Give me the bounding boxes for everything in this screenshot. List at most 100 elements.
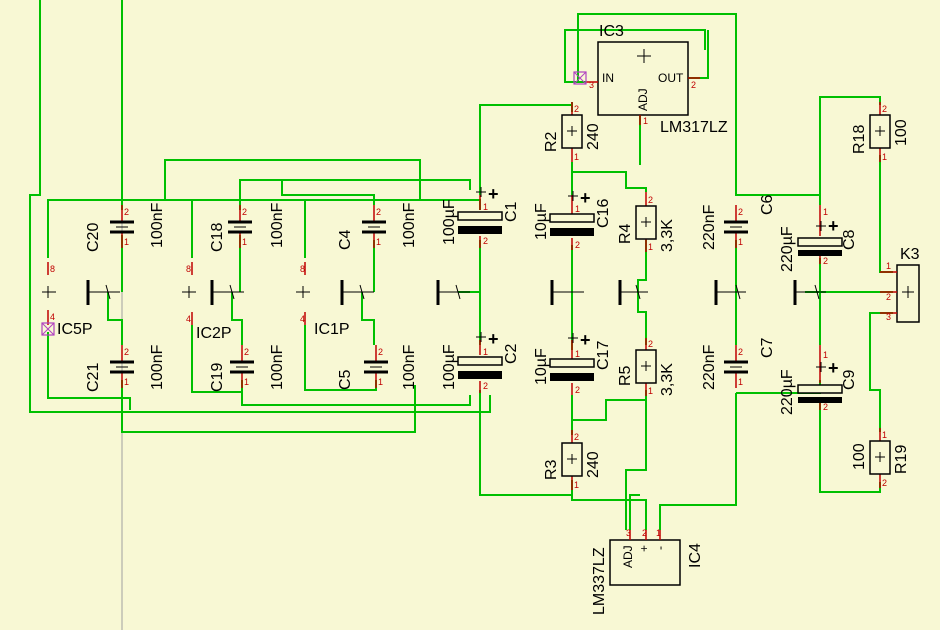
ic1p-label: IC1P xyxy=(314,321,350,338)
resistor-r18[interactable]: 2 1 R18 100 xyxy=(851,102,910,162)
ic3-pin2: 2 xyxy=(691,80,696,90)
k3-pin1: 1 xyxy=(886,261,891,271)
c8-label: C8 xyxy=(841,229,858,250)
wire-r18-top xyxy=(819,96,881,205)
wire-r18-bottom xyxy=(879,155,893,273)
wires xyxy=(29,0,893,530)
resistor-r5[interactable]: 2 1 R5 3,3K xyxy=(617,338,676,396)
k3-label: K3 xyxy=(900,246,920,263)
c19-value: 100nF xyxy=(269,344,286,390)
c16-pin1: 1 xyxy=(575,204,580,214)
c2-label: C2 xyxy=(503,343,520,364)
c1-label: C1 xyxy=(503,201,520,222)
ic5p-pin4-label: 4 xyxy=(50,312,55,322)
wire-ic4-adj xyxy=(571,485,647,530)
r4-value: 3,3K xyxy=(659,219,676,252)
capacitor-c17[interactable]: + 1 2 10µF C17 xyxy=(533,330,612,395)
c9-label: C9 xyxy=(841,369,858,390)
ic5p-pin8-label: 8 xyxy=(50,264,55,274)
c17-label: C17 xyxy=(595,341,612,370)
capacitor-c19[interactable]: 2 1 C19 100nF xyxy=(209,344,286,392)
ic4-pin-adj: ADJ xyxy=(621,545,635,568)
ground-symbol xyxy=(550,280,584,305)
c18-pin1: 1 xyxy=(242,237,247,247)
c19-pin2: 2 xyxy=(244,347,249,357)
c16-plus: + xyxy=(580,188,591,208)
r2-value: 240 xyxy=(585,123,602,150)
c7-pin1: 1 xyxy=(738,377,743,387)
wire-r19-top xyxy=(869,312,893,432)
ic4-regulator[interactable]: 3 2 1 ADJ + - LM337LZ IC4 xyxy=(591,528,704,615)
ic2p[interactable]: 8 4 IC2P xyxy=(182,262,232,342)
r18-pin2: 2 xyxy=(882,104,887,114)
wire-left-bus xyxy=(29,0,491,413)
capacitor-c8[interactable]: + 1 2 220µF C8 xyxy=(779,205,858,272)
ic3-pin3: 3 xyxy=(589,80,594,90)
r2-pin2: 2 xyxy=(574,104,579,114)
c5-pin1: 1 xyxy=(378,377,383,387)
ic3-part: LM317LZ xyxy=(660,119,728,136)
ic1p[interactable]: 8 4 IC1P xyxy=(296,262,350,338)
c8-pin2: 2 xyxy=(823,256,828,266)
capacitor-c5[interactable]: 2 1 C5 100nF xyxy=(337,344,418,390)
r3-pin2: 2 xyxy=(574,432,579,442)
capacitor-c16[interactable]: + 1 2 10µF C16 xyxy=(533,188,612,250)
r19-value: 100 xyxy=(851,443,868,470)
resistor-r19[interactable]: 1 2 100 R19 xyxy=(851,428,910,488)
c2-plus: + xyxy=(488,329,499,349)
r4-pin2: 2 xyxy=(648,195,653,205)
c17-pin1: 1 xyxy=(575,349,580,359)
wire-ic5p-pin4 xyxy=(47,332,131,410)
k3-connector[interactable]: 1 2 3 K3 xyxy=(880,246,920,323)
ic4-pin3: 3 xyxy=(626,528,631,538)
capacitor-c2[interactable]: + 1 2 100µF C2 xyxy=(441,329,520,393)
c17-pin2: 2 xyxy=(575,385,580,395)
c4-pin1: 1 xyxy=(376,237,381,247)
r19-pin1: 1 xyxy=(882,430,887,440)
ic3-regulator[interactable]: IN OUT ADJ 3 2 1 IC3 LM317LZ xyxy=(573,23,728,136)
r18-pin1: 1 xyxy=(882,152,887,162)
wire-r4-bottom xyxy=(637,240,647,292)
r18-value: 100 xyxy=(893,119,910,146)
c9-pin1: 1 xyxy=(823,350,828,360)
r19-label: R19 xyxy=(893,445,910,474)
wire-c21-top xyxy=(107,292,123,345)
capacitor-c20[interactable]: 2 1 C20 100nF xyxy=(85,202,166,252)
capacitor-c9[interactable]: + 1 2 220µF C9 xyxy=(779,345,858,415)
c19-label: C19 xyxy=(209,363,226,392)
capacitor-c7[interactable]: 2 1 220nF C7 xyxy=(701,337,776,390)
ic5p[interactable]: 8 4 IC5P xyxy=(41,262,93,338)
capacitor-c18[interactable]: 2 1 C18 100nF xyxy=(209,202,286,252)
c1-pin2: 2 xyxy=(483,236,488,246)
c8-plus: + xyxy=(828,216,839,236)
c6-pin2: 2 xyxy=(738,207,743,217)
capacitor-c6[interactable]: 2 1 220nF C6 xyxy=(701,194,776,250)
capacitor-c21[interactable]: 2 1 C21 100nF xyxy=(85,344,166,392)
ic2p-pin4-label: 4 xyxy=(186,314,191,324)
wire-c18-top xyxy=(239,179,471,210)
resistor-r3[interactable]: 2 1 R3 240 xyxy=(543,430,602,490)
r19-pin2: 2 xyxy=(882,478,887,488)
c16-value: 10µF xyxy=(533,203,550,240)
ground-symbol xyxy=(618,280,648,305)
resistor-r4[interactable]: 2 1 R4 3,3K xyxy=(617,192,676,252)
ic4-pin1: 1 xyxy=(656,528,661,538)
capacitor-c4[interactable]: 2 1 C4 100nF xyxy=(337,202,418,250)
wire-c19-bottom xyxy=(241,380,471,406)
ic2p-pin8-label: 8 xyxy=(186,264,191,274)
r5-label: R5 xyxy=(617,365,634,386)
c6-value: 220nF xyxy=(701,204,718,250)
c5-value: 100nF xyxy=(401,344,418,390)
capacitor-c1[interactable]: + 1 2 100µF C1 xyxy=(441,184,520,248)
ic3-pin1: 1 xyxy=(643,116,648,126)
c4-value: 100nF xyxy=(401,202,418,248)
r3-pin1: 1 xyxy=(574,480,579,490)
c16-pin2: 2 xyxy=(575,240,580,250)
resistor-r2[interactable]: 2 1 R2 240 xyxy=(543,102,602,162)
ground-symbol xyxy=(210,280,244,305)
ic3-pin-in: IN xyxy=(602,71,614,85)
wire-c1-bottom xyxy=(458,240,481,293)
ground-symbol xyxy=(86,280,120,305)
c2-pin1: 1 xyxy=(483,347,488,357)
